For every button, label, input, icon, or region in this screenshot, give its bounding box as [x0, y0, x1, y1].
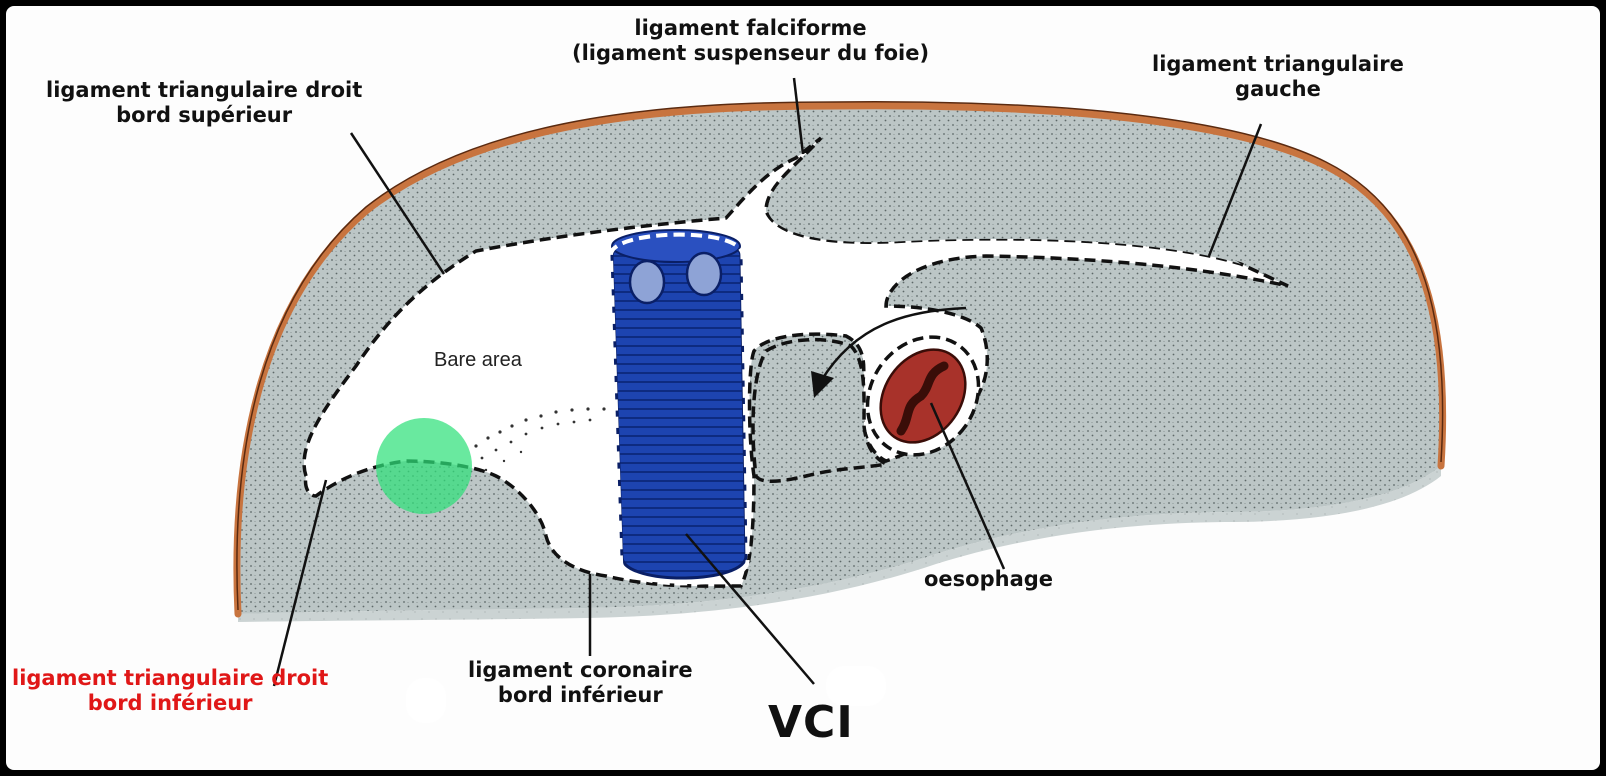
label-left-triangular: ligament triangulaire gauche: [1152, 52, 1404, 102]
label-left-triangular-line2: gauche: [1152, 77, 1404, 102]
vena-cava: [611, 230, 748, 583]
label-right-triangular-inferior-line1: ligament triangulaire droit: [12, 666, 328, 691]
hepatic-vein-opening: [630, 261, 664, 303]
label-falciform-line1: ligament falciforme: [572, 16, 929, 41]
label-bare-area: Bare area: [434, 348, 522, 373]
label-right-triangular-inferior: ligament triangulaire droit bord inférie…: [12, 666, 328, 716]
diagram-canvas: ligament falciforme (ligament suspenseur…: [6, 6, 1600, 770]
label-right-triangular-superior-line2: bord supérieur: [46, 103, 362, 128]
label-left-triangular-line1: ligament triangulaire: [1152, 52, 1404, 77]
label-right-triangular-superior: ligament triangulaire droit bord supérie…: [46, 78, 362, 128]
label-falciform-line2: (ligament suspenseur du foie): [572, 41, 929, 66]
label-right-triangular-inferior-line2: bord inférieur: [12, 691, 328, 716]
hepatic-vein-opening: [687, 253, 721, 295]
label-oesophagus: oesophage: [924, 567, 1053, 592]
label-coronary-inferior-line1: ligament coronaire: [468, 658, 693, 683]
label-falciform: ligament falciforme (ligament suspenseur…: [572, 16, 929, 66]
label-coronary-inferior: ligament coronaire bord inférieur: [468, 658, 693, 708]
label-vci: VCI: [768, 698, 854, 748]
label-right-triangular-superior-line1: ligament triangulaire droit: [46, 78, 362, 103]
label-coronary-inferior-line2: bord inférieur: [468, 683, 693, 708]
highlight-circle: [376, 418, 472, 514]
